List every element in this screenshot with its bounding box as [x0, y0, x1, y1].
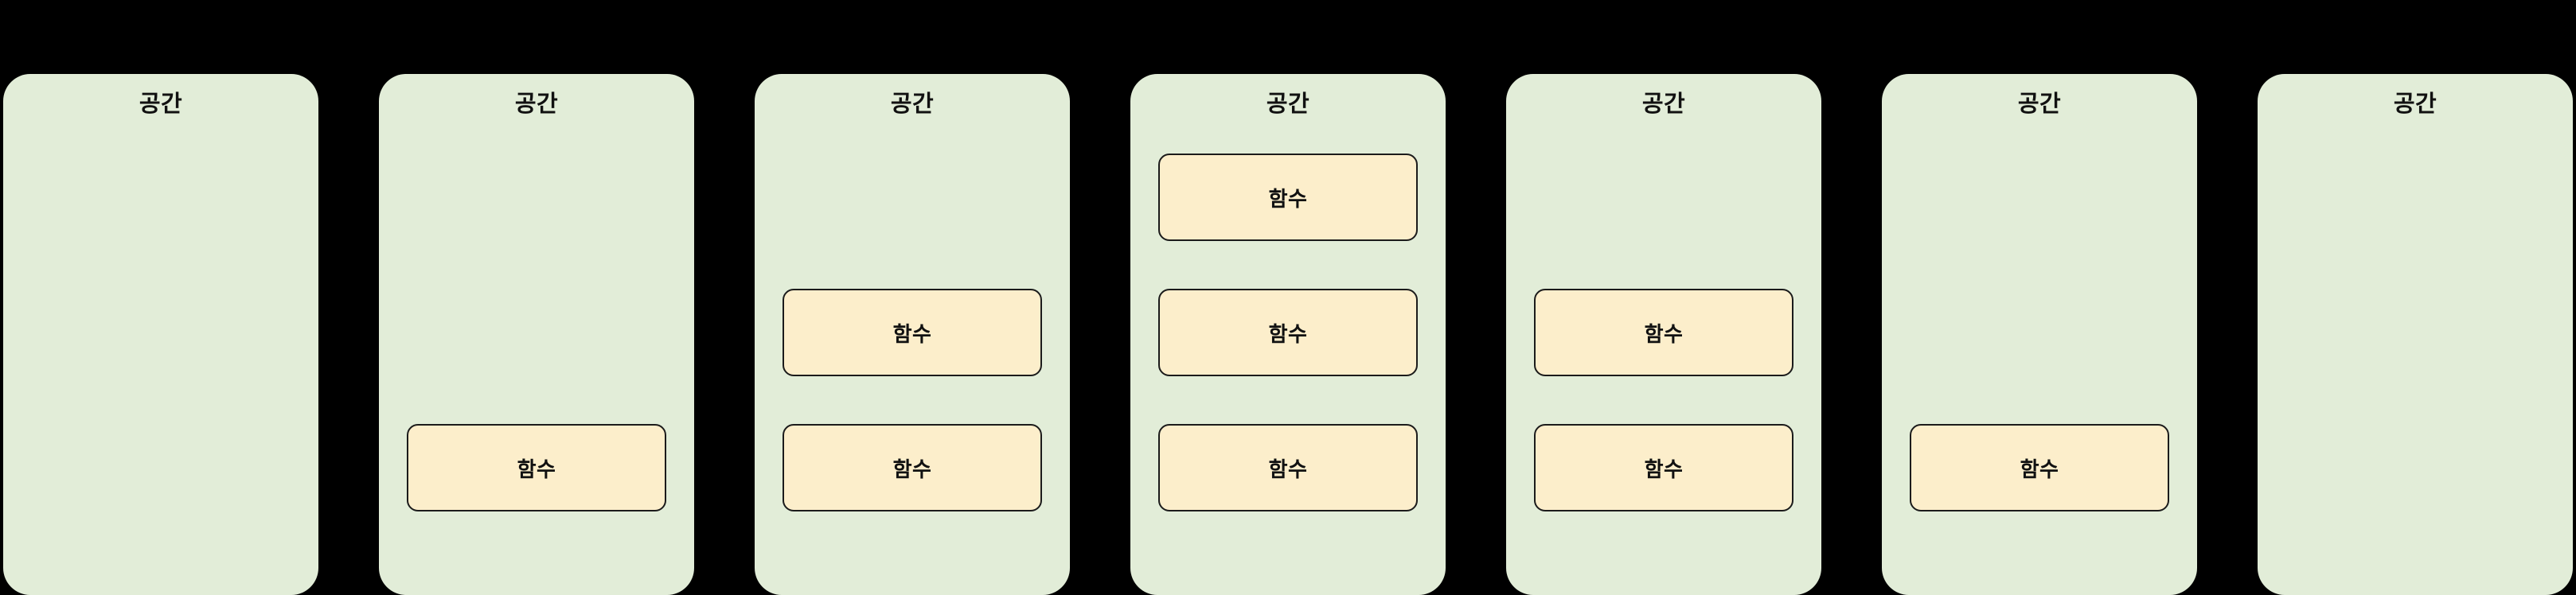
space-column-7[interactable]: 공간 [2258, 74, 2573, 595]
function-box[interactable]: 함수 [1534, 289, 1793, 376]
function-box[interactable]: 함수 [1158, 424, 1418, 511]
space-column-4[interactable]: 공간 함수 함수 함수 [1130, 74, 1446, 595]
function-box[interactable]: 함수 [1534, 424, 1793, 511]
space-title-6: 공간 [2017, 91, 2062, 117]
space-title-2: 공간 [514, 91, 559, 117]
function-box[interactable]: 함수 [783, 424, 1042, 511]
function-label: 함수 [1644, 457, 1684, 481]
function-label: 함수 [517, 457, 556, 481]
function-box[interactable]: 함수 [407, 424, 666, 511]
space-title-1: 공간 [139, 91, 183, 117]
space-title-3: 공간 [890, 91, 935, 117]
function-label: 함수 [1644, 321, 1684, 346]
function-label: 함수 [1268, 457, 1308, 481]
space-title-5: 공간 [1641, 91, 1686, 117]
space-column-6[interactable]: 공간 함수 [1882, 74, 2197, 595]
function-label: 함수 [1268, 186, 1308, 211]
function-label: 함수 [892, 321, 932, 346]
function-label: 함수 [1268, 321, 1308, 346]
function-box[interactable]: 함수 [783, 289, 1042, 376]
space-column-2[interactable]: 공간 함수 [379, 74, 694, 595]
function-box[interactable]: 함수 [1158, 154, 1418, 241]
space-title-4: 공간 [1266, 91, 1310, 117]
space-column-1[interactable]: 공간 [3, 74, 318, 595]
space-column-3[interactable]: 공간 함수 함수 [755, 74, 1070, 595]
space-title-7: 공간 [2393, 91, 2437, 117]
function-label: 함수 [892, 457, 932, 481]
function-box[interactable]: 함수 [1910, 424, 2169, 511]
function-box[interactable]: 함수 [1158, 289, 1418, 376]
function-label: 함수 [2020, 457, 2059, 481]
space-column-5[interactable]: 공간 함수 함수 [1506, 74, 1821, 595]
